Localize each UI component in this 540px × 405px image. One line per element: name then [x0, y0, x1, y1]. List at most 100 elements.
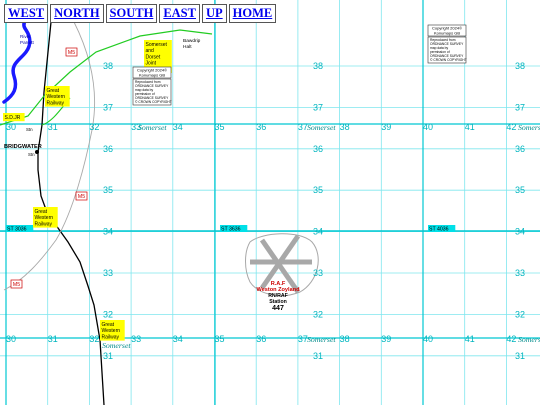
copyright-body: permission of: [430, 50, 450, 54]
easting-label: 38: [340, 334, 350, 344]
easting-label: 33: [131, 334, 141, 344]
rail-label-text: Joint: [146, 61, 157, 67]
easting-label: 33: [131, 122, 141, 132]
rail-label-text: Western: [47, 94, 66, 100]
copyright-head: Copyright 2024©: [432, 26, 462, 31]
halt-label: Bawdrip: [183, 38, 201, 44]
nav-east-button[interactable]: EAST: [159, 4, 200, 23]
copyright-head: Copyright 2024©: [137, 68, 167, 73]
northing-label: 35: [103, 185, 113, 195]
county-label: Somerset: [102, 341, 131, 350]
rail-label-text: Somerset: [146, 42, 168, 48]
disused-railway-line: [3, 21, 95, 291]
northing-label: 33: [313, 268, 323, 278]
easting-label: 37: [298, 334, 308, 344]
northing-label: 32: [103, 309, 113, 319]
northing-label: 38: [313, 61, 323, 71]
river-label: River: [20, 34, 31, 39]
northing-label: 32: [515, 309, 525, 319]
raf-label: RN/RAF: [268, 293, 288, 299]
river-label: Parrett: [20, 40, 35, 45]
copyright-body: Reproduced from: [135, 80, 161, 84]
northing-label: 37: [103, 102, 113, 112]
easting-label: 30: [6, 334, 16, 344]
copyright-head: Konumaps GB: [434, 30, 460, 35]
m5-label: M5: [75, 191, 88, 201]
northing-label: 34: [515, 227, 525, 237]
nav-up-button[interactable]: UP: [201, 4, 227, 23]
copyright-body: Reproduced from: [430, 38, 456, 42]
easting-label: 40: [423, 334, 433, 344]
rail-label-text: Railway: [47, 100, 65, 106]
rail-label-text: S.D.JR: [5, 115, 21, 121]
raf-label: 447: [272, 305, 284, 312]
easting-label: 37: [298, 122, 308, 132]
road-label-text: M5: [68, 50, 75, 56]
rail-label-text: Western: [35, 215, 54, 221]
easting-label: 38: [340, 122, 350, 132]
bridgwater-marker: [35, 150, 39, 154]
county-label: Somerset: [138, 123, 167, 132]
copyright-body: ORDNANCE SURVEY: [430, 42, 464, 46]
grid-square-label: ST 4036: [428, 225, 456, 233]
nav-south-button[interactable]: SOUTH: [105, 4, 158, 23]
easting-label: 32: [89, 334, 99, 344]
easting-label: 35: [215, 122, 225, 132]
rail-label-text: Western: [102, 328, 121, 334]
copyright-body: map data by: [135, 88, 153, 92]
grid-square-label: ST 3036: [6, 225, 34, 233]
grid-square-text: ST 3036: [7, 227, 27, 233]
halt-label: Halt: [183, 44, 192, 50]
county-label: Somerset: [307, 335, 336, 344]
nav-bar: WEST NORTH SOUTH EAST UP HOME: [4, 4, 277, 23]
nav-west-button[interactable]: WEST: [4, 4, 49, 23]
northing-label: 38: [515, 61, 525, 71]
county-label: Somerset: [518, 335, 540, 344]
easting-label: 41: [465, 334, 475, 344]
rail-label-text: Great: [35, 209, 48, 215]
copyright-body: ORDNANCE SURVEY: [430, 54, 464, 58]
northing-label: 37: [515, 102, 525, 112]
easting-label: 42: [506, 122, 516, 132]
northing-label: 33: [515, 268, 525, 278]
northing-label: 34: [313, 227, 323, 237]
county-label: Somerset: [307, 123, 336, 132]
town-label: BRIDGWATER: [4, 144, 42, 150]
m5-label: M5: [65, 47, 78, 57]
copyright-body: © CROWN COPYRIGHT: [135, 100, 172, 104]
grid-square-label: ST 3636: [220, 225, 248, 233]
nav-home-button[interactable]: HOME: [228, 4, 277, 23]
copyright-body: ORDNANCE SURVEY: [135, 96, 169, 100]
raf-label: Weston Zoyland: [256, 287, 300, 293]
easting-label: 39: [381, 334, 391, 344]
m5-label: M5: [10, 279, 23, 289]
northing-label: 35: [515, 185, 525, 195]
northing-label: 31: [515, 351, 525, 361]
easting-label: 31: [48, 334, 58, 344]
raf-label: Station: [269, 299, 287, 305]
northing-label: 36: [103, 144, 113, 154]
rail-label-text: and: [146, 48, 155, 54]
road-label-text: M5: [78, 194, 85, 200]
rail-label-text: Great: [47, 88, 60, 94]
northing-label: 34: [103, 227, 113, 237]
rail-label-text: Great: [102, 322, 115, 328]
northing-label: 33: [103, 268, 113, 278]
copyright-body: © CROWN COPYRIGHT: [430, 58, 467, 62]
northing-label: 35: [313, 185, 323, 195]
nav-north-button[interactable]: NORTH: [50, 4, 104, 23]
copyright-body: ORDNANCE SURVEY: [135, 84, 169, 88]
grid-square-text: ST 4036: [429, 227, 449, 233]
road-label-text: M5: [13, 282, 20, 288]
copyright-box: Copyright 2024©Konumaps GB Reproduced fro…: [427, 24, 467, 64]
station-label: Stn: [26, 127, 33, 132]
easting-label: 34: [173, 122, 183, 132]
raf-label: R.A.F: [271, 281, 286, 287]
station-label: Stn: [28, 152, 35, 157]
